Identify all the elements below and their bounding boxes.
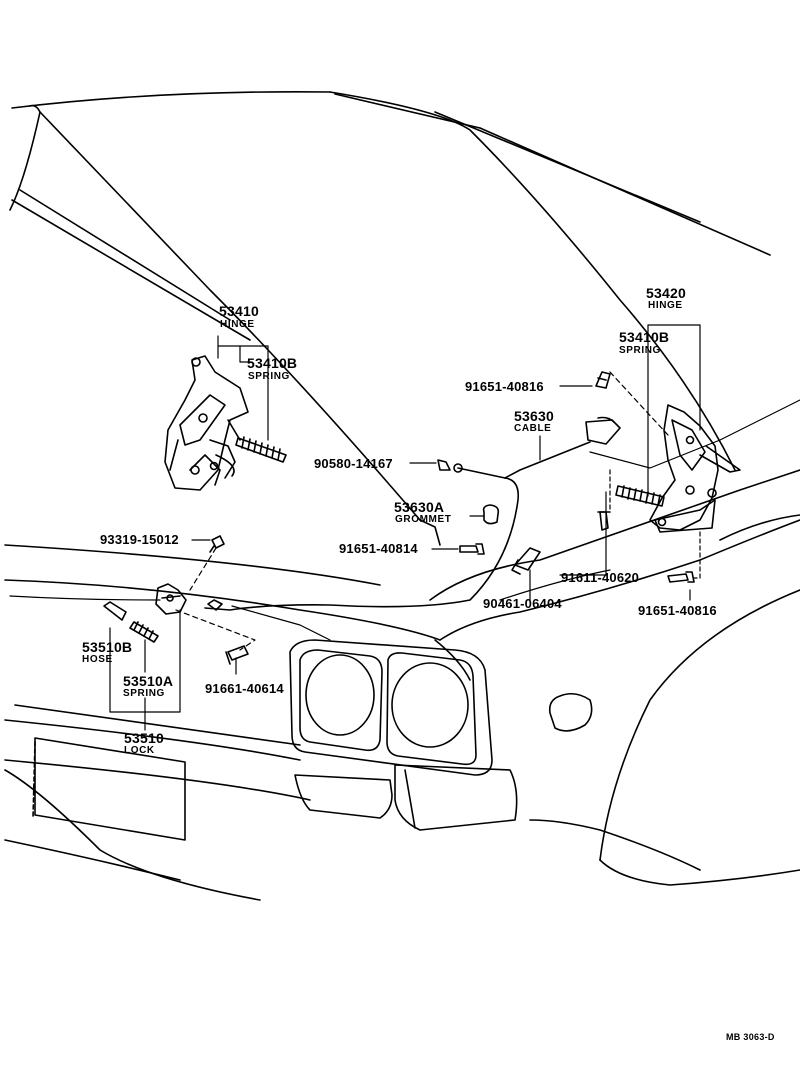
fastener-clip: 90580-14167	[314, 456, 393, 471]
diagram-code: MB 3063-D	[726, 1032, 775, 1042]
release-cable	[204, 416, 621, 611]
part-name: CABLE	[514, 423, 552, 434]
fastener-bolt-right-mid: 91611-40620	[561, 570, 640, 585]
part-name: SPRING	[123, 688, 165, 699]
hood-lock	[103, 583, 187, 643]
leader-lines	[109, 324, 701, 731]
part-number: 53410B	[619, 329, 670, 345]
part-name: HINGE	[648, 300, 683, 311]
body-detail-lines	[9, 399, 800, 641]
part-number: 53410B	[247, 355, 298, 371]
part-number: 53510	[124, 730, 164, 746]
fastener-bolt-right-bottom: 91651-40816	[638, 603, 717, 618]
left-hinge	[164, 355, 287, 491]
fastener-bolt-lock: 91661-40614	[205, 681, 284, 696]
part-number: 53410	[219, 303, 259, 319]
part-number: 53630A	[394, 499, 445, 515]
part-name: HOSE	[82, 654, 113, 665]
part-name: SPRING	[248, 371, 290, 382]
front-body	[4, 469, 800, 901]
fastener-clamp: 90461-06404	[483, 596, 562, 611]
part-name: GROMMET	[395, 514, 452, 525]
fastener-bolt-right-top: 91651-40816	[465, 379, 544, 394]
part-number: 53630	[514, 408, 554, 424]
part-name: HINGE	[220, 319, 255, 330]
fastener-bolt-grommet: 91651-40814	[339, 541, 418, 556]
part-number: 53510A	[123, 673, 174, 689]
bolts	[207, 371, 695, 665]
hood-panel	[9, 91, 771, 546]
part-name: SPRING	[619, 345, 661, 356]
right-hinge	[615, 404, 741, 533]
headlamps	[289, 639, 518, 831]
part-name: LOCK	[124, 745, 155, 756]
part-number: 53510B	[82, 639, 133, 655]
fastener-pin: 93319-15012	[100, 532, 179, 547]
part-number: 53420	[646, 285, 686, 301]
license-plate	[32, 737, 186, 841]
